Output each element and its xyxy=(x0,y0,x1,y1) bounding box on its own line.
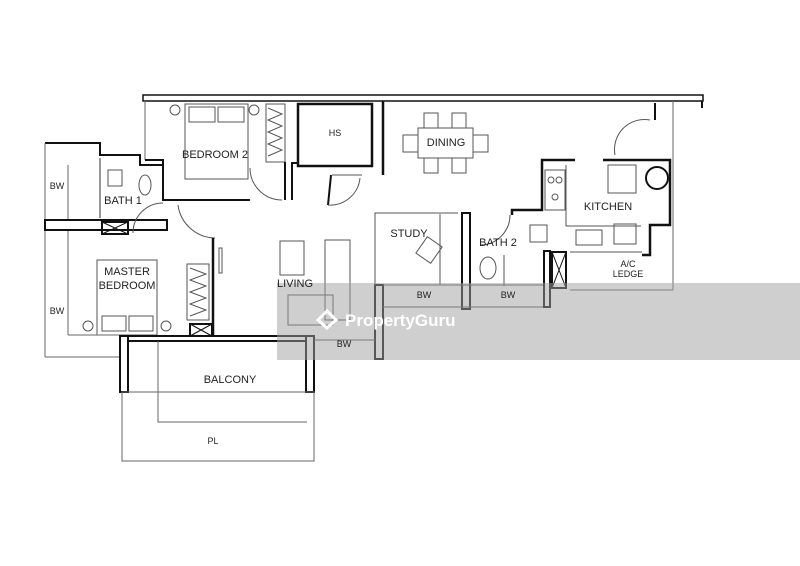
label-bath2: BATH 2 xyxy=(479,237,517,249)
label-master-1: MASTER xyxy=(104,266,150,278)
label-hs: HS xyxy=(328,128,342,138)
label-bath1: BATH 1 xyxy=(104,195,142,207)
label-dining: DINING xyxy=(426,137,466,149)
label-ac-ledge-2: LEDGE xyxy=(612,269,644,279)
tv-console xyxy=(279,240,305,276)
label-ac-ledge-1: A/C xyxy=(620,259,636,269)
bed-bedroom2 xyxy=(184,103,249,180)
label-bedroom2: BEDROOM 2 xyxy=(181,149,249,161)
label-bw: BW xyxy=(416,290,432,300)
balcony-post-left xyxy=(119,335,129,393)
label-study: STUDY xyxy=(390,228,428,240)
label-pl: PL xyxy=(207,436,219,446)
label-kitchen: KITCHEN xyxy=(583,201,633,213)
watermark-text: PropertyGuru xyxy=(345,311,456,330)
label-bw: BW xyxy=(49,306,65,316)
ac-unit xyxy=(101,221,129,235)
fridge xyxy=(607,164,637,194)
study-chair xyxy=(415,235,443,265)
label-balcony: BALCONY xyxy=(203,374,257,386)
wardrobe-master xyxy=(186,263,210,321)
label-bw: BW xyxy=(336,339,352,349)
washer xyxy=(645,166,669,190)
label-bw: BW xyxy=(49,181,65,191)
wardrobe xyxy=(265,103,286,163)
label-bw: BW xyxy=(500,290,516,300)
label-living: LIVING xyxy=(276,278,314,290)
household-shelter xyxy=(296,102,374,168)
propertyguru-logo-icon xyxy=(316,308,338,330)
wall-top xyxy=(142,94,704,102)
sink xyxy=(575,229,603,246)
label-master-2: BEDROOM xyxy=(98,280,156,292)
watermark-band xyxy=(277,283,800,360)
